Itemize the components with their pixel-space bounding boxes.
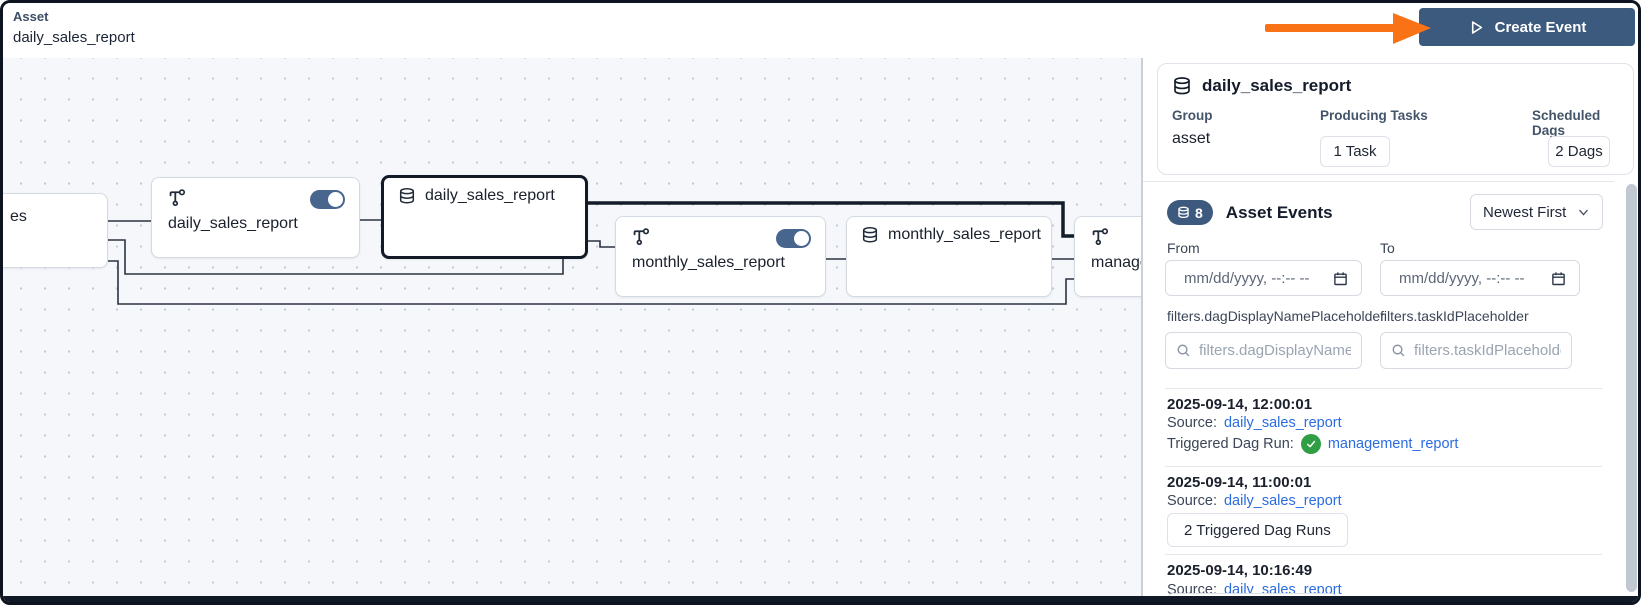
group-label: Group <box>1172 108 1213 123</box>
graph-edges <box>108 201 1074 305</box>
database-icon <box>399 188 415 204</box>
trigger-schedule-icon <box>169 189 186 207</box>
asset-graph-canvas[interactable]: es daily_sales_report daily_sales_report <box>3 58 1141 596</box>
dag-filter-field <box>1165 332 1362 369</box>
event-count-badge: 8 <box>1167 200 1213 225</box>
event-timestamp: 2025-09-14, 10:16:49 <box>1167 562 1313 579</box>
sort-order-value: Newest First <box>1483 203 1567 221</box>
toggle-knob <box>328 192 343 207</box>
source-label: Source: <box>1167 493 1217 509</box>
to-label: To <box>1380 240 1395 256</box>
node-label: management_report <box>1091 254 1141 271</box>
node-label: monthly_sales_report <box>888 226 1041 243</box>
event-divider <box>1165 466 1602 467</box>
search-icon <box>1177 344 1190 357</box>
section-divider <box>1143 181 1614 182</box>
asset-summary-card: daily_sales_report Group Producing Tasks… <box>1157 63 1634 175</box>
triggered-dag-run-label: Triggered Dag Run: <box>1167 436 1294 452</box>
producing-tasks-label: Producing Tasks <box>1320 108 1428 123</box>
task-filter-input[interactable] <box>1414 342 1561 359</box>
to-datetime-value: mm/dd/yyyy, --:-- -- <box>1399 269 1525 287</box>
graph-node-management-report-dag[interactable]: management_report <box>1074 216 1141 297</box>
database-icon <box>862 227 878 243</box>
graph-node-daily-sales-report-dag[interactable]: daily_sales_report <box>151 177 360 258</box>
play-icon <box>1471 20 1482 34</box>
asset-name: daily_sales_report <box>1202 76 1352 95</box>
calendar-icon[interactable] <box>1333 271 1348 286</box>
database-icon <box>1174 77 1190 95</box>
create-event-label: Create Event <box>1494 18 1587 36</box>
bottom-edge-bar <box>3 596 1638 602</box>
toggle-knob <box>794 231 809 246</box>
to-datetime-input[interactable]: mm/dd/yyyy, --:-- -- <box>1380 260 1580 296</box>
scheduled-dags-button[interactable]: 2 Dags <box>1548 136 1610 167</box>
dag-filter-label: filters.dagDisplayNamePlaceholder <box>1167 308 1385 324</box>
event-timestamp: 2025-09-14, 12:00:01 <box>1167 396 1313 413</box>
sort-order-select[interactable]: Newest First <box>1470 194 1603 230</box>
page-header: Asset daily_sales_report Create Event <box>3 3 1638 58</box>
chevron-down-icon <box>1579 209 1588 216</box>
group-value: asset <box>1172 130 1211 147</box>
source-label: Source: <box>1167 415 1217 431</box>
task-filter-field <box>1380 332 1572 369</box>
event-divider <box>1165 554 1602 555</box>
trigger-schedule-icon <box>1092 228 1109 246</box>
event-source-link[interactable]: daily_sales_report <box>1223 493 1342 509</box>
node-label: daily_sales_report <box>425 187 555 204</box>
event-count: 8 <box>1195 204 1203 221</box>
node-label: monthly_sales_report <box>632 254 785 271</box>
from-label: From <box>1167 240 1200 256</box>
node-label: daily_sales_report <box>168 215 298 232</box>
event-divider <box>1165 388 1602 389</box>
producing-tasks-button[interactable]: 1 Task <box>1320 136 1390 167</box>
event-source-link[interactable]: daily_sales_report <box>1223 415 1342 431</box>
scheduled-dags-label: Scheduled Dags <box>1532 108 1601 138</box>
event-timestamp: 2025-09-14, 11:00:01 <box>1167 474 1312 491</box>
triggered-dag-run-link[interactable]: management_report <box>1327 436 1459 452</box>
page-title: daily_sales_report <box>13 29 135 46</box>
breadcrumb: Asset <box>13 9 49 24</box>
dag-filter-input[interactable] <box>1199 342 1351 359</box>
from-datetime-value: mm/dd/yyyy, --:-- -- <box>1184 269 1310 287</box>
dag-pause-toggle[interactable] <box>310 190 345 209</box>
asset-details-panel: daily_sales_report Group Producing Tasks… <box>1141 58 1638 602</box>
graph-node-monthly-sales-report-asset[interactable]: monthly_sales_report <box>846 216 1052 297</box>
trigger-schedule-icon <box>633 228 650 246</box>
graph-node-monthly-sales-report-dag[interactable]: monthly_sales_report <box>615 216 826 297</box>
from-datetime-input[interactable]: mm/dd/yyyy, --:-- -- <box>1165 260 1362 296</box>
create-event-button[interactable]: Create Event <box>1419 8 1635 46</box>
node-label: es <box>10 208 27 225</box>
events-heading: Asset Events <box>1225 202 1333 222</box>
panel-scrollbar-thumb[interactable] <box>1626 184 1637 592</box>
success-check-icon <box>1300 434 1321 454</box>
search-icon <box>1392 344 1405 357</box>
graph-node-partial-left[interactable]: es <box>3 193 108 268</box>
calendar-icon[interactable] <box>1551 271 1566 286</box>
annotation-arrow-icon <box>1265 13 1431 44</box>
task-filter-label: filters.taskIdPlaceholder <box>1380 308 1529 324</box>
triggered-dag-runs-button[interactable]: 2 Triggered Dag Runs <box>1167 513 1348 547</box>
dag-pause-toggle[interactable] <box>776 229 811 248</box>
graph-node-daily-sales-report-asset[interactable]: daily_sales_report <box>381 175 588 259</box>
database-icon <box>1178 206 1189 219</box>
